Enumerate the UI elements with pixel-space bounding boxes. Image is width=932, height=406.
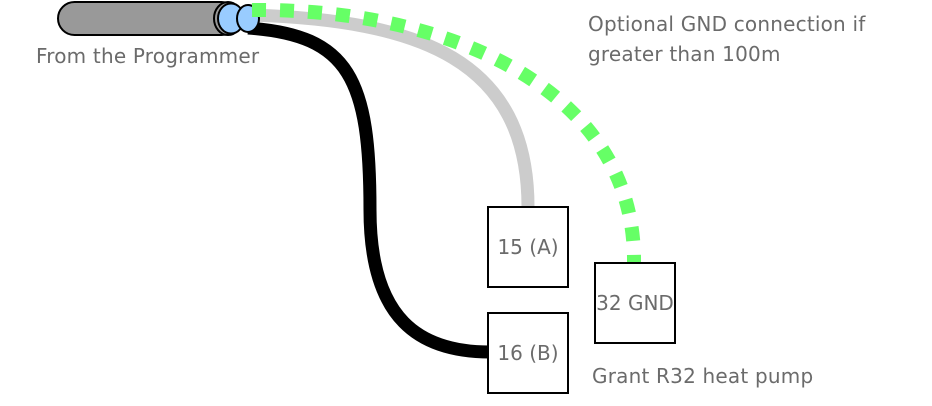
optional-gnd-note-line1: Optional GND connection if — [588, 12, 866, 36]
terminal-32-gnd: 32 GND — [594, 262, 676, 344]
terminal-15-a: 15 (A) — [487, 206, 569, 288]
wire-b-black — [247, 21, 491, 359]
cable-icon — [57, 1, 260, 36]
device-label: Grant R32 heat pump — [592, 364, 814, 388]
terminal-32-label: 32 GND — [596, 291, 674, 315]
source-label: From the Programmer — [36, 44, 260, 68]
optional-gnd-note-line2: greater than 100m — [588, 42, 781, 66]
terminal-15-label: 15 (A) — [497, 235, 559, 259]
terminal-16-b: 16 (B) — [487, 312, 569, 394]
terminal-16-label: 16 (B) — [497, 341, 559, 365]
wire-a-grey — [249, 8, 535, 208]
